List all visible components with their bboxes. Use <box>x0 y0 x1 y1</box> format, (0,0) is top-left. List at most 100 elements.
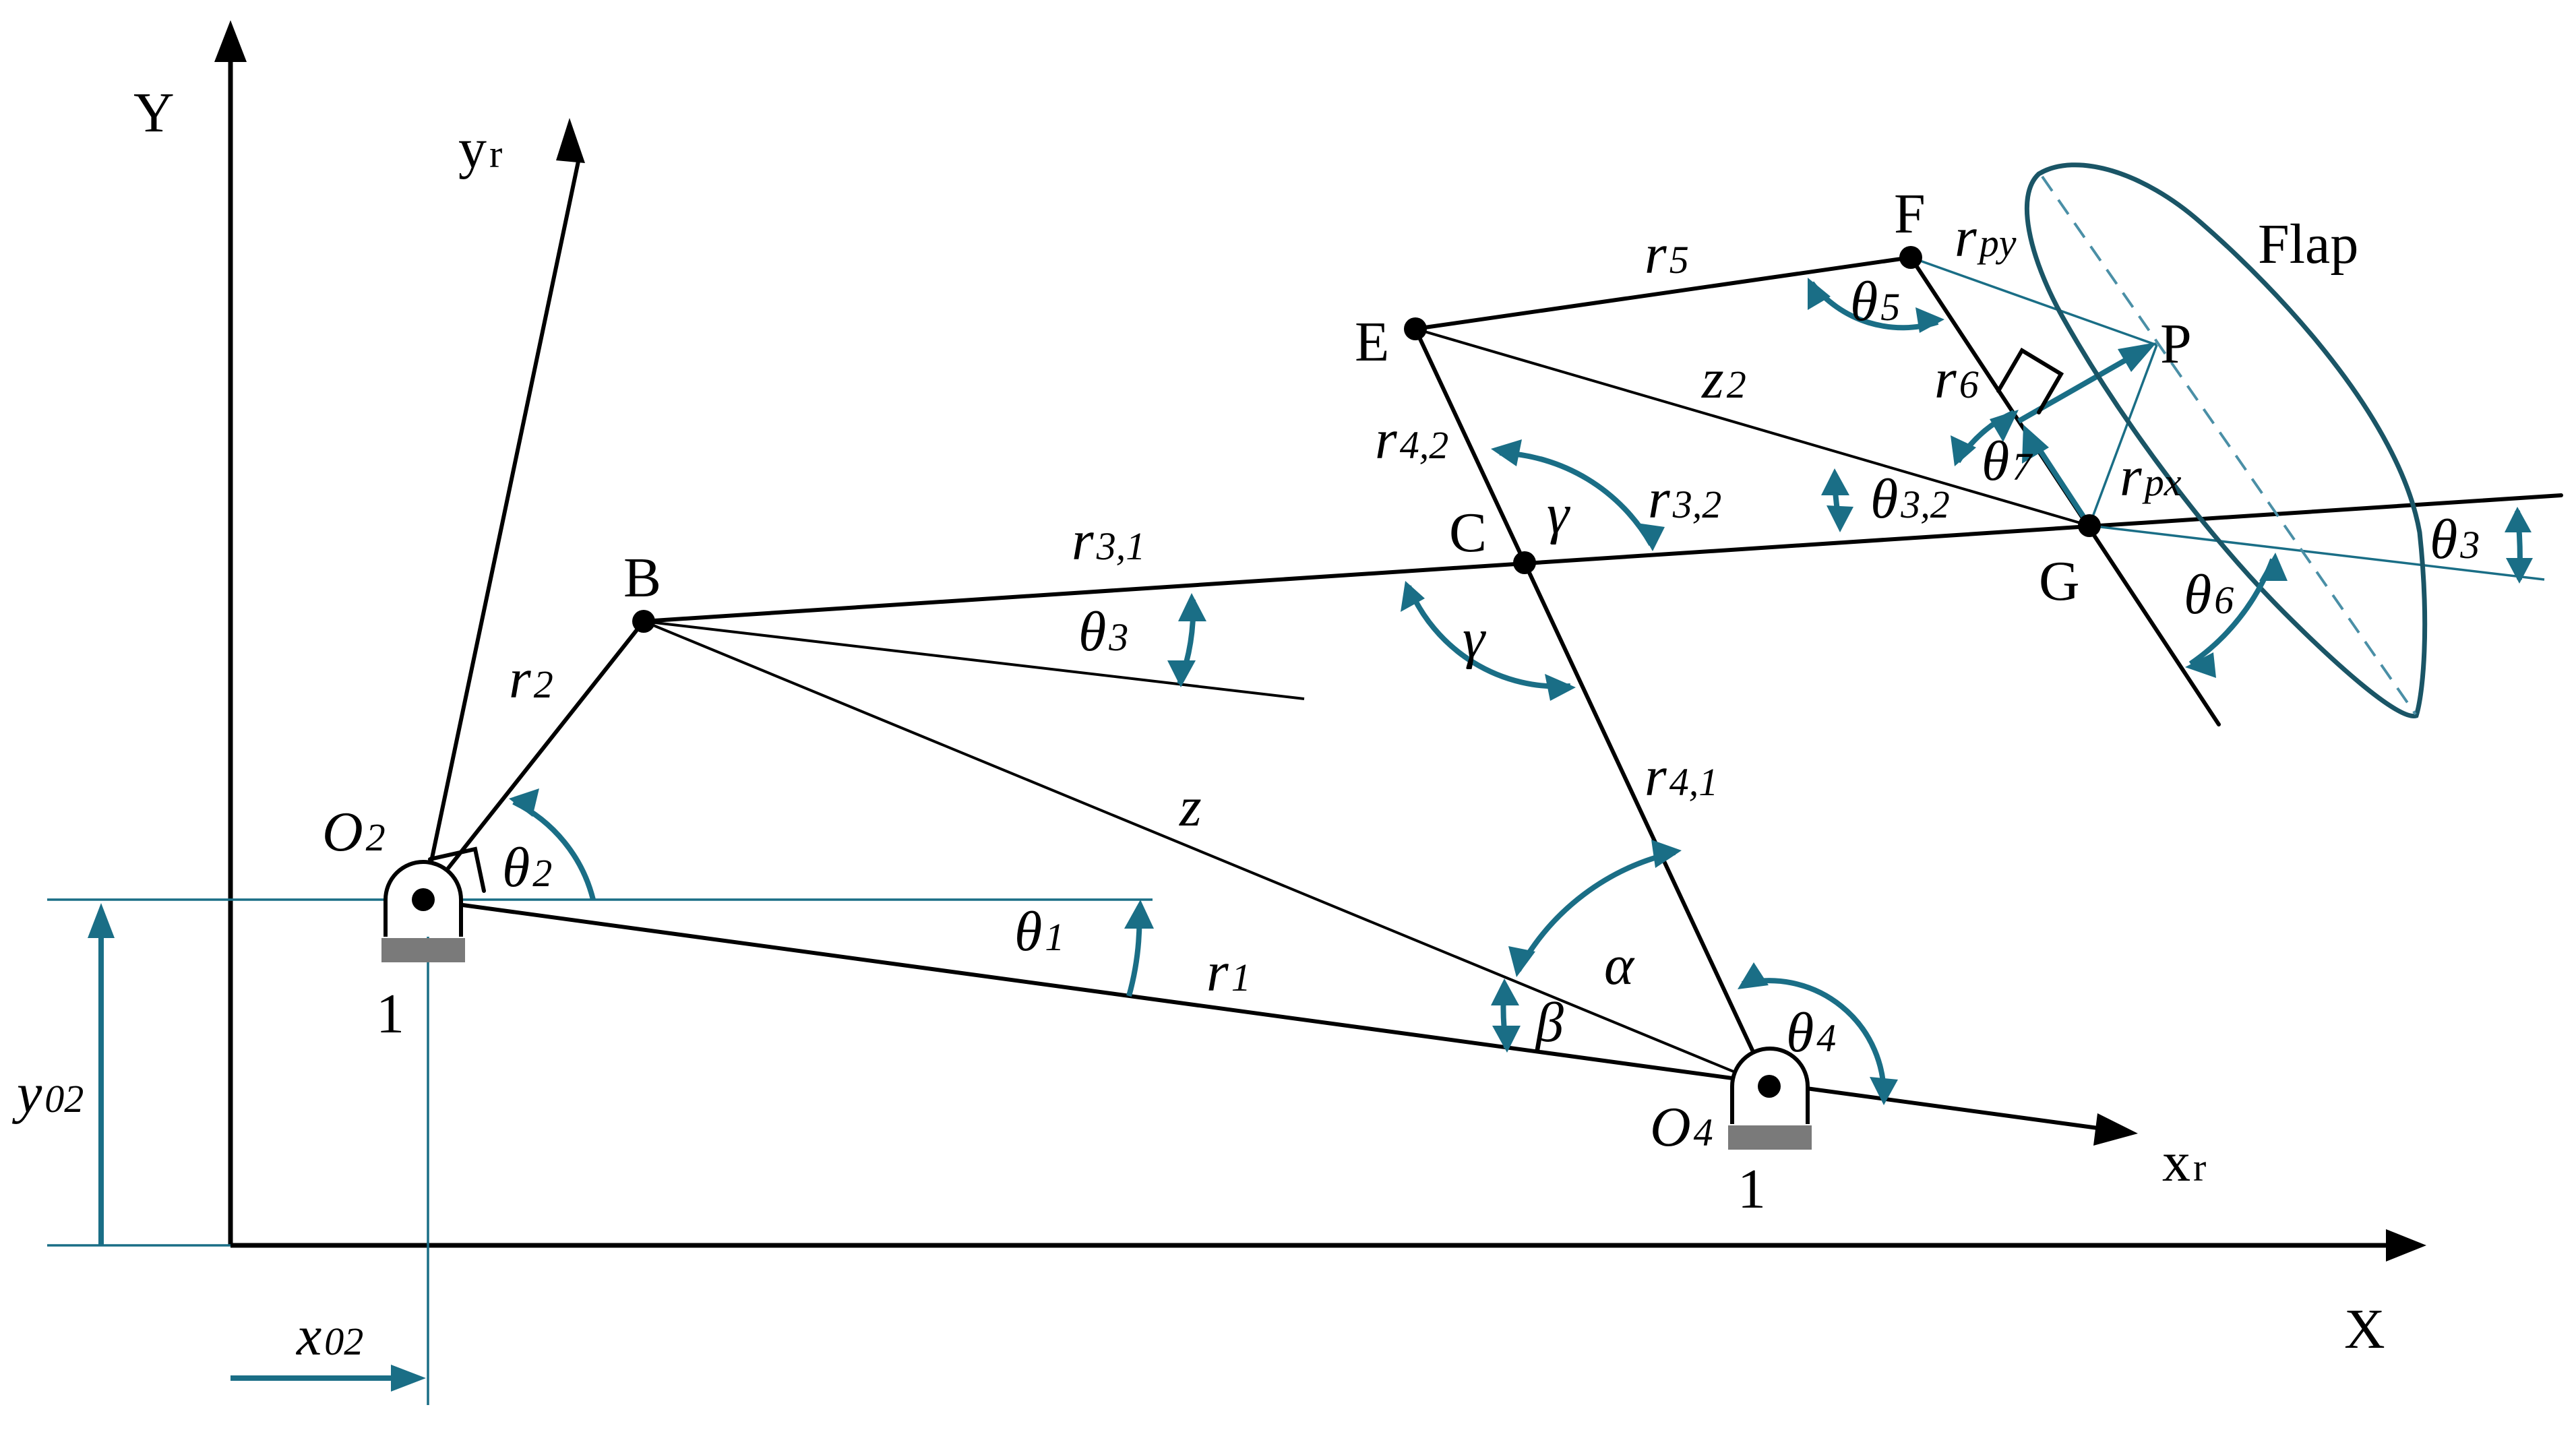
theta4-arrowhead-right <box>1870 1077 1898 1105</box>
xr-axis-label: xr <box>2162 1131 2206 1193</box>
r6-vector-arrowhead <box>2022 425 2049 464</box>
angle-labels: θ1 θ2 θ3 θ3 θ3,2 θ4 θ5 θ6 θ7 α β γ γ <box>502 270 2480 1064</box>
pivot-o4: O4 1 <box>1650 1047 1812 1220</box>
theta3-arrowhead-g-bottom <box>2506 558 2533 584</box>
theta6-label: θ6 <box>2184 563 2234 626</box>
theta7-arrowhead-bottom <box>1951 435 1976 466</box>
theta32-label: θ3,2 <box>1870 468 1950 530</box>
offset-references: y02 x02 <box>11 898 1153 1405</box>
gamma-bottom-arrowhead-left <box>1401 581 1425 612</box>
r41-label: r4,1 <box>1645 745 1718 808</box>
x-axis-arrowhead <box>2386 1229 2426 1262</box>
flap-outline <box>2025 162 2428 718</box>
gamma-top-arc <box>1499 450 1654 546</box>
r4-rocker-link <box>1413 327 1771 1088</box>
r5-label: r5 <box>1645 223 1689 286</box>
theta6-arrowhead-top <box>2259 553 2288 581</box>
ground-2-label: 1 <box>1738 1158 1766 1220</box>
joint-g <box>2078 514 2101 537</box>
z2-diagonal <box>1415 328 2090 527</box>
r31-label: r3,1 <box>1072 509 1145 572</box>
y02-label: y02 <box>11 1062 84 1125</box>
alpha-arrowhead-right <box>1651 840 1682 868</box>
r2-label: r2 <box>509 648 553 710</box>
gamma-top-label: γ <box>1547 483 1570 545</box>
global-axes: Y X <box>133 20 2426 1361</box>
o2-joint <box>412 888 435 911</box>
r1-label: r1 <box>1206 941 1251 1003</box>
gamma-bottom-label: γ <box>1463 607 1486 670</box>
z-diagonal <box>643 620 1770 1088</box>
rpy-line <box>1910 256 2157 346</box>
theta1-arrowhead <box>1124 900 1154 929</box>
linkage-members <box>421 255 2563 1088</box>
x02-arrowhead <box>391 1365 426 1392</box>
theta5-arrowhead-left <box>1808 278 1831 310</box>
y02-arrowhead <box>88 903 115 938</box>
beta-arrowhead-bottom <box>1492 1026 1521 1053</box>
flap-chord-line <box>2041 175 2417 716</box>
theta3-arrowhead-b-top <box>1178 593 1206 621</box>
o4-ground-hatch <box>1728 1125 1812 1150</box>
o4-label: O4 <box>1650 1096 1713 1158</box>
theta3-reference-line-b <box>643 620 1305 700</box>
rp-vector-arrowhead <box>2118 342 2157 372</box>
point-b-label: B <box>623 547 661 609</box>
gamma-top-arrowhead-left <box>1491 439 1522 466</box>
theta4-label: θ4 <box>1786 1001 1836 1064</box>
x-axis-label: X <box>2344 1298 2385 1361</box>
theta1-label: θ1 <box>1014 900 1064 963</box>
r6-vector-arrow <box>2033 441 2092 528</box>
alpha-arc <box>1516 850 1676 972</box>
y-axis-arrowhead <box>214 20 247 62</box>
theta5-label: θ5 <box>1850 270 1900 333</box>
joints <box>632 246 2101 633</box>
rotated-axes: xr yr <box>421 117 2206 1193</box>
right-angle-marker-o2 <box>428 846 486 893</box>
joint-f <box>1899 246 1922 269</box>
theta3-reference-line-g <box>2089 524 2545 581</box>
alpha-arrowhead-left <box>1508 946 1535 977</box>
point-labels: B C E F G P <box>623 183 2192 613</box>
r6-label: r6 <box>1934 348 1979 410</box>
theta4-arrowhead-left <box>1738 962 1769 989</box>
theta3-label-g: θ3 <box>2430 508 2480 571</box>
theta7-label: θ7 <box>1982 430 2033 493</box>
rpx-line <box>2088 344 2158 526</box>
theta3-label-b: θ3 <box>1078 600 1128 663</box>
o2-ground-hatch <box>381 938 465 962</box>
theta3-arrowhead-b-bottom <box>1167 660 1196 687</box>
flap-label: Flap <box>2258 213 2358 276</box>
theta7-arrowhead-top <box>1990 410 2019 442</box>
yr-axis-arrowhead <box>556 118 585 163</box>
flap: Flap <box>2025 162 2428 718</box>
joint-c <box>1513 551 1536 574</box>
yr-axis-line <box>421 153 582 902</box>
point-e-label: E <box>1355 311 1389 373</box>
point-c-label: C <box>1449 501 1487 564</box>
xr-axis-arrowhead <box>2093 1113 2138 1146</box>
ground-1-label: 1 <box>376 983 404 1045</box>
gamma-bottom-arrowhead-right <box>1545 674 1576 701</box>
z2-label: z2 <box>1701 348 1746 410</box>
r42-label: r4,2 <box>1375 408 1448 471</box>
rpx-label: rpx <box>2120 445 2182 508</box>
o2-label: O2 <box>322 801 386 863</box>
yr-axis-label: yr <box>458 117 502 180</box>
theta2-arrowhead <box>509 788 539 817</box>
theta5-arrowhead-right <box>1915 307 1944 333</box>
r5-link <box>1413 255 1913 331</box>
theta32-arrowhead-bottom <box>1827 505 1853 532</box>
rpy-label: rpy <box>1955 206 2017 269</box>
link-labels: r1 r2 r3,1 r3,2 r4,1 r4,2 r5 r6 rpx rpy … <box>509 206 2182 1003</box>
beta-arrowhead-top <box>1491 978 1519 1005</box>
point-f-label: F <box>1894 183 1926 245</box>
x02-label: x02 <box>295 1305 363 1367</box>
r1-link-xr-axis <box>421 898 2105 1131</box>
theta2-label: θ2 <box>502 836 552 899</box>
alpha-label: α <box>1604 934 1635 997</box>
r3-coupler-link <box>642 493 2563 623</box>
beta-label: β <box>1534 991 1564 1054</box>
